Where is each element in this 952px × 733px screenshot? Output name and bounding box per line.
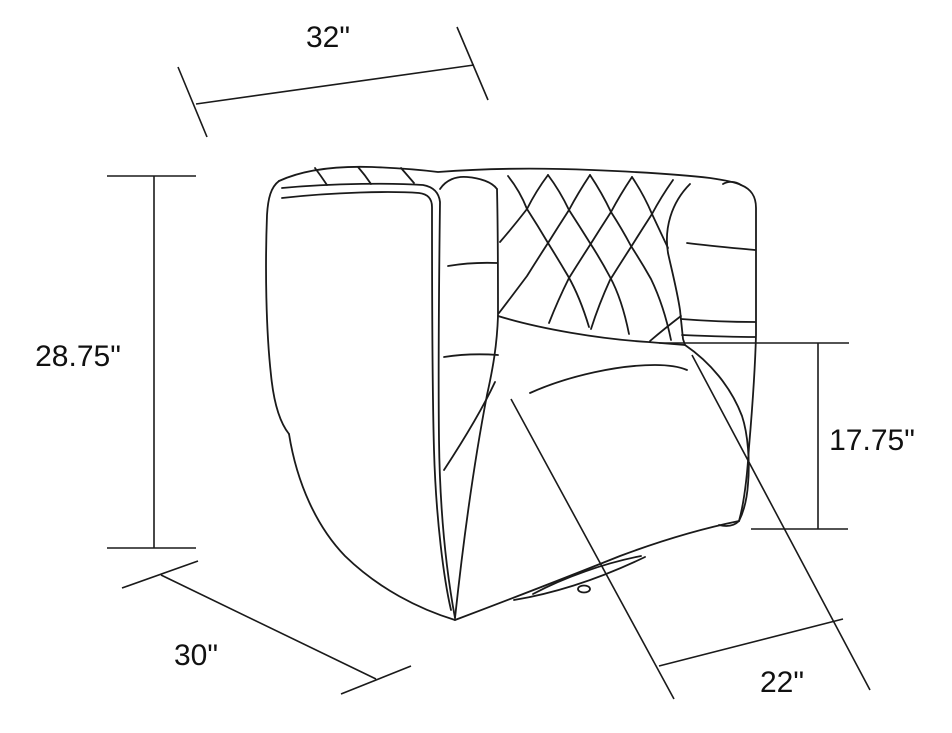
tuft-diagonal xyxy=(589,174,672,341)
dimension-label-seat-back-height: 17.75" xyxy=(829,424,915,457)
chair-line-art xyxy=(265,165,757,621)
left-arm-panel-seam-inner xyxy=(281,191,452,611)
dimension-left-height xyxy=(107,175,196,549)
dimension-line xyxy=(160,574,377,680)
seat-back-curve xyxy=(497,315,686,346)
dimension-tick xyxy=(456,26,489,101)
chair-top-rail xyxy=(278,165,742,186)
dimension-label-top-width: 32" xyxy=(306,21,350,54)
left-arm-panel-seam-outer xyxy=(281,182,456,619)
tuft-diagonal xyxy=(547,174,630,335)
left-arm-band-seam xyxy=(443,381,496,471)
chair-right-edge xyxy=(738,184,757,522)
seat-right-curve xyxy=(684,344,750,522)
dimension-tick xyxy=(177,66,208,138)
tuft-diagonal xyxy=(590,179,674,330)
dimension-lines xyxy=(107,26,871,700)
tuft-diagonal xyxy=(649,315,682,342)
right-arm-band-divider xyxy=(681,334,756,338)
dimension-tick xyxy=(121,560,199,589)
chair-top-rail-divider xyxy=(357,166,372,185)
right-arm-band-edge xyxy=(666,183,691,346)
dimension-tick xyxy=(340,665,412,695)
dimension-line xyxy=(195,64,475,105)
seat-cushion-seam xyxy=(529,364,688,394)
left-arm-band-divider xyxy=(447,261,498,267)
left-arm-band-edge xyxy=(454,188,499,619)
chair-top-rail-divider xyxy=(400,167,415,184)
left-arm-outer-edge xyxy=(265,180,290,435)
left-arm-bottom-edge xyxy=(288,433,456,621)
left-arm-band-divider xyxy=(443,353,499,358)
tuft-diagonal xyxy=(498,174,591,314)
tuft-diagonal xyxy=(548,176,633,324)
dimension-label-left-height: 28.75" xyxy=(35,340,121,373)
dimension-seat-width xyxy=(510,354,871,700)
dimension-label-bottom-depth: 30" xyxy=(174,639,218,672)
dimension-label-seat-width: 22" xyxy=(760,666,804,699)
dimension-bottom-depth xyxy=(121,560,412,695)
right-arm-band-divider xyxy=(686,242,756,251)
chair-top-rail-divider xyxy=(314,167,328,186)
swivel-base-arc xyxy=(513,556,646,601)
swivel-base-foot xyxy=(577,584,591,594)
dimension-line xyxy=(658,618,844,667)
chair-top-rail-curl xyxy=(722,180,742,186)
dimension-extension xyxy=(510,398,675,700)
swivel-base-arc xyxy=(532,555,642,595)
left-arm-band-top xyxy=(439,175,498,190)
dimension-top-width xyxy=(177,26,489,138)
seat-front-edge xyxy=(454,520,740,621)
right-arm-band-divider xyxy=(680,318,756,323)
dimension-seat-back-height xyxy=(659,342,849,530)
tuft-diagonal xyxy=(507,175,590,328)
tuft-diagonal xyxy=(499,174,549,243)
dimension-extension xyxy=(691,354,871,691)
